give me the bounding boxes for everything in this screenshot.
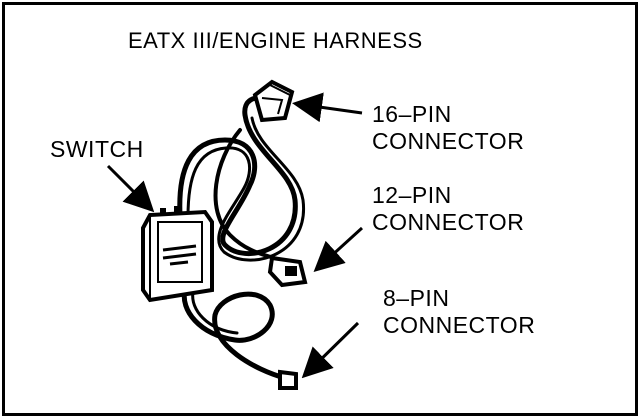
connector-16pin-label: 16–PIN CONNECTOR: [372, 101, 524, 155]
connector-16pin: [252, 79, 295, 123]
cable-16pin: [177, 95, 305, 262]
cable-12pin: [213, 128, 287, 264]
connector-8pin-label: 8–PIN CONNECTOR: [383, 285, 535, 339]
arrow-16pin: [292, 92, 363, 123]
connector-8pin-label-line1: 8–PIN: [383, 285, 450, 311]
connector-12pin-label: 12–PIN CONNECTOR: [372, 182, 524, 236]
switch-box: [141, 206, 214, 303]
connector-8pin: [278, 369, 298, 390]
connector-8pin-label-line2: CONNECTOR: [383, 312, 536, 338]
arrow-8pin: [301, 321, 360, 379]
arrow-12pin: [313, 226, 364, 273]
connector-12pin: [267, 255, 308, 288]
switch-label: SWITCH: [50, 136, 144, 162]
connector-16pin-label-line1: 16–PIN: [372, 101, 452, 127]
cable-8pin: [181, 287, 288, 381]
leader-arrows: [106, 92, 364, 379]
connector-12pin-label-line2: CONNECTOR: [372, 209, 525, 235]
connector-12pin-label-line1: 12–PIN: [372, 182, 452, 208]
arrow-switch: [106, 164, 155, 213]
connector-16pin-label-line2: CONNECTOR: [372, 128, 525, 154]
diagram-title: EATX III/ENGINE HARNESS: [128, 28, 423, 53]
